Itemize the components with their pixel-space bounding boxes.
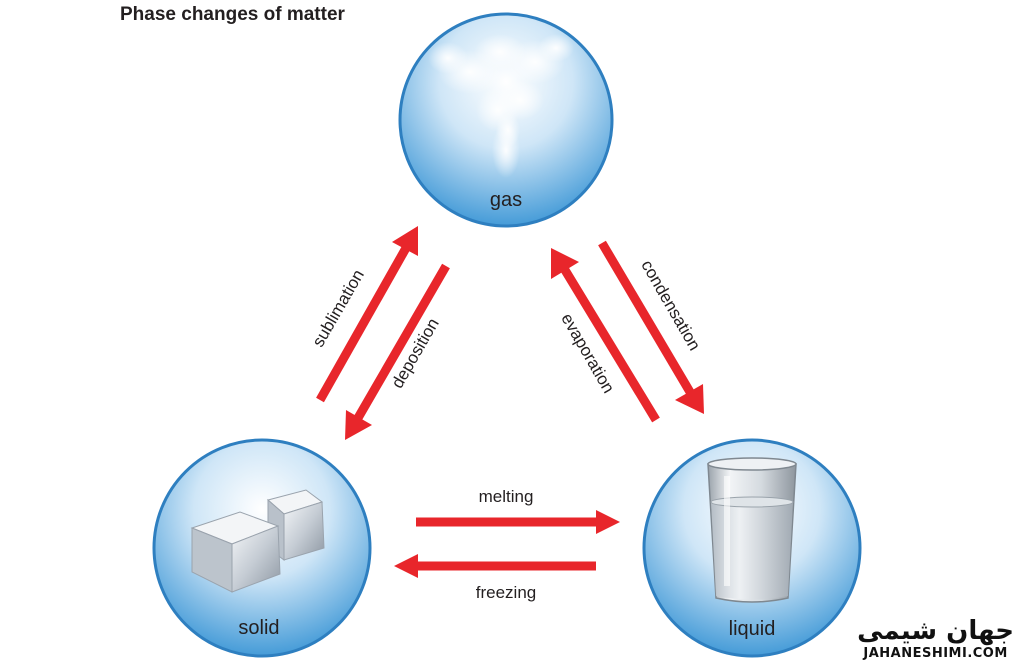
arrow-condensation [598,240,704,414]
steam-icon [428,34,574,178]
solid-label: solid [238,617,279,639]
arrow-sublimation [316,226,418,403]
solid-node: solid [152,438,372,658]
ice-cubes-icon [190,489,325,593]
arrow-deposition [345,263,450,440]
arrow-freezing [394,554,596,578]
condensation-label: condensation [637,257,704,354]
watermark-url: JAHANESHIMI.COM [863,646,1008,661]
freezing-label: freezing [476,583,536,602]
liquid-label: liquid [729,618,776,640]
water-glass-icon [707,457,797,603]
liquid-node: liquid [642,438,862,658]
evaporation-label: evaporation [557,310,618,396]
arrow-evaporation [551,248,660,423]
melting-label: melting [479,487,534,506]
gas-node: gas [398,12,614,228]
watermark-logo: جهان شیمی JAHANESHIMI.COM [857,616,1014,661]
watermark-logo-text: جهان شیمی [857,616,1014,646]
gas-label: gas [490,189,522,211]
diagram-title: Phase changes of matter [120,4,345,25]
arrow-melting [416,510,620,534]
